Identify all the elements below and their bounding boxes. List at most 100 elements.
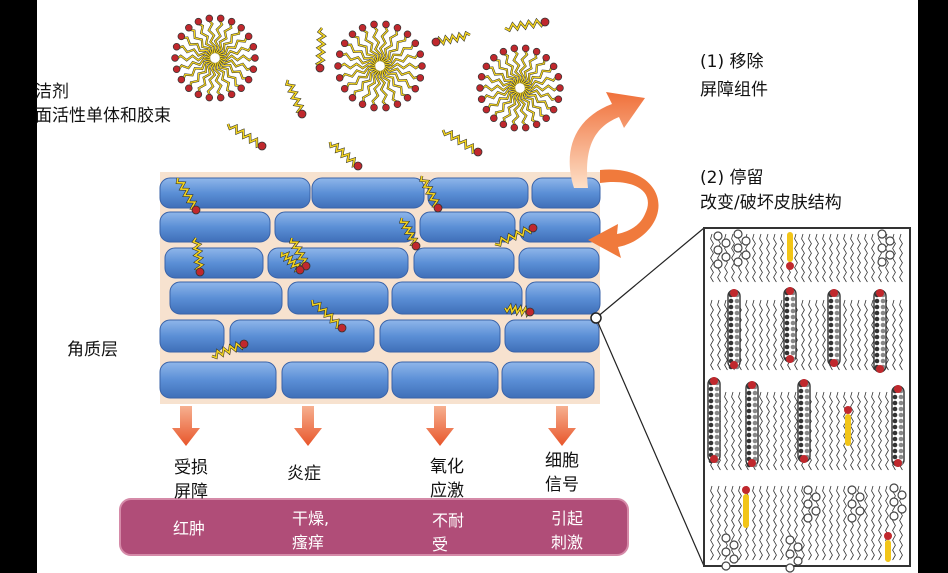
corneocyte (391, 361, 499, 399)
lipid-tail (822, 391, 826, 471)
lipid-tail (801, 299, 805, 371)
corneocyte (164, 247, 264, 279)
lipid-tail (717, 233, 721, 283)
cholesterol-molecule (889, 483, 907, 521)
lipid-tail (871, 233, 875, 283)
lipid-tail (710, 299, 714, 371)
surfactant-monomer (494, 223, 538, 247)
down-arrow (548, 406, 576, 446)
down-arrow (426, 406, 454, 446)
cholesterol-molecule (785, 535, 803, 573)
surfactant-monomer-group (175, 17, 550, 360)
surfactant-monomer (288, 237, 311, 271)
lipid-tail (780, 391, 784, 471)
lipid-tail (878, 233, 882, 283)
lipid-tail (843, 233, 847, 283)
lipid-tail (836, 391, 840, 471)
effect-label-4-line2: 信号 (545, 475, 579, 495)
ceramide-molecule (827, 289, 841, 367)
corneocyte (427, 177, 529, 209)
lipid-tail (780, 485, 784, 561)
corneocyte (159, 211, 271, 243)
corneocyte (518, 247, 600, 279)
lipid-tail (878, 485, 882, 561)
lipid-tail (899, 233, 903, 283)
fatty-acid-molecule (844, 406, 852, 446)
lipid-tail (829, 485, 833, 561)
corneocyte (379, 319, 501, 353)
lipid-tail (822, 233, 826, 283)
lipid-tail (787, 485, 791, 561)
corneocyte (419, 211, 516, 243)
lipid-tail (738, 391, 742, 471)
lipid-tail (857, 233, 861, 283)
symptom-label-2-line1: 干燥, (292, 509, 330, 528)
zoom-point (590, 312, 602, 324)
lipid-tail (808, 233, 812, 283)
ceramide-molecule (797, 379, 811, 463)
lipid-tail (759, 299, 763, 371)
corneocyte (519, 211, 601, 243)
lipid-tail (871, 391, 875, 471)
lipid-tail (836, 233, 840, 283)
lipid-tail (850, 391, 854, 471)
lipid-tail (815, 391, 819, 471)
lipid-tail (864, 233, 868, 283)
lipid-tail (829, 233, 833, 283)
stratum-corneum-label: 角质层 (67, 340, 118, 360)
ceramide-molecule (727, 289, 741, 370)
lipid-tail (815, 233, 819, 283)
lipid-tail (864, 299, 868, 371)
corneocyte (311, 177, 425, 209)
lipid-tail (864, 485, 868, 561)
lipid-tail (731, 233, 735, 283)
lipid-tail (878, 391, 882, 471)
lipid-tail (892, 299, 896, 371)
corneocyte (169, 281, 283, 315)
lipid-tail (801, 485, 805, 561)
lipid-tail (724, 391, 728, 471)
symptom-bar (119, 498, 629, 556)
corneocyte (287, 281, 389, 315)
lipid-tail (724, 299, 728, 371)
lipid-tail (766, 391, 770, 471)
lipid-tail (787, 391, 791, 471)
surfactant-monomer (431, 30, 471, 47)
lipid-tail (766, 485, 770, 561)
corneocyte (413, 247, 515, 279)
lipid-tail (710, 485, 714, 561)
lipid-tail (752, 485, 756, 561)
lipid-tail (829, 391, 833, 471)
lipid-tail (759, 391, 763, 471)
lipid-tail (864, 391, 868, 471)
lipid-tail (794, 233, 798, 283)
remove-label-line2: 屏障组件 (700, 80, 768, 100)
corneocyte (531, 177, 601, 209)
corneocyte (159, 319, 225, 353)
symptom-label-2-line2: 瘙痒 (292, 533, 325, 552)
ceramide-molecule (783, 287, 797, 363)
surfactant-monomer (310, 299, 347, 333)
retain-arrow (588, 169, 659, 258)
effect-label-1-line1: 受损 (174, 458, 208, 478)
lipid-tail (766, 233, 770, 283)
cholesterol-molecule (877, 229, 895, 267)
surfactant-monomer (175, 177, 201, 215)
lipid-tail (885, 391, 889, 471)
lipid-tail (822, 485, 826, 561)
lipid-tail (752, 233, 756, 283)
micelle (334, 20, 426, 112)
micelle (171, 14, 259, 102)
lipid-tail (850, 485, 854, 561)
lipid-tail (808, 485, 812, 561)
ceramide-molecule (745, 381, 759, 468)
surfactant-monomer (398, 217, 421, 251)
lipid-tail (857, 391, 861, 471)
fatty-acid-molecule (884, 532, 892, 562)
micelle-group (171, 14, 564, 132)
corneocyte-layer (159, 177, 601, 399)
lipid-tail (745, 299, 749, 371)
lipid-tail (780, 299, 784, 371)
corneocyte (501, 361, 595, 399)
surfactant-monomer (284, 79, 307, 119)
